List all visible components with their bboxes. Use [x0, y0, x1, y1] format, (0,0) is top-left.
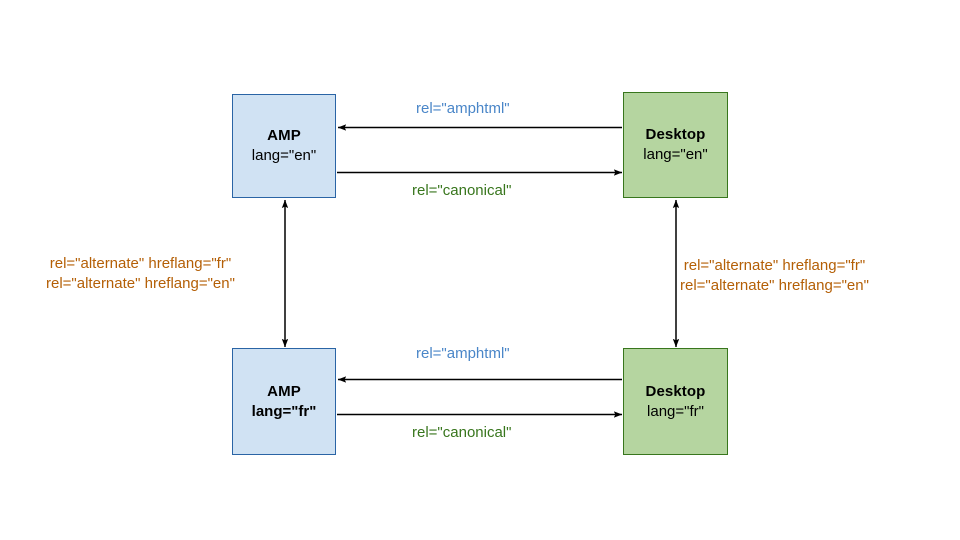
node-subtitle: lang="fr"	[251, 402, 317, 420]
node-subtitle: lang="en"	[251, 147, 317, 164]
edge-label-alternate-desktop: rel="alternate" hreflang="fr" rel="alter…	[680, 256, 869, 297]
node-title: Desktop	[645, 126, 706, 144]
edge-label-canonical-fr: rel="canonical"	[412, 424, 512, 441]
node-amp-fr[interactable]: AMP lang="fr"	[232, 348, 336, 455]
node-title: AMP	[267, 382, 301, 400]
node-desktop-en[interactable]: Desktop lang="en"	[623, 92, 728, 198]
edge-label-line-1: rel="alternate" hreflang="fr"	[49, 255, 232, 272]
node-amp-en[interactable]: AMP lang="en"	[232, 94, 336, 198]
edge-label-alternate-amp: rel="alternate" hreflang="fr" rel="alter…	[46, 254, 235, 295]
edge-label-amphtml-en: rel="amphtml"	[416, 100, 510, 117]
edge-label-canonical-en: rel="canonical"	[412, 182, 512, 199]
edge-label-line-1: rel="alternate" hreflang="fr"	[683, 257, 866, 274]
edge-label-amphtml-fr: rel="amphtml"	[416, 345, 510, 362]
node-title: AMP	[267, 127, 301, 145]
edge-label-line-2: rel="alternate" hreflang="en"	[46, 275, 235, 293]
edge-label-line-2: rel="alternate" hreflang="en"	[680, 277, 869, 295]
node-desktop-fr[interactable]: Desktop lang="fr"	[623, 348, 728, 455]
node-subtitle: lang="en"	[643, 146, 708, 163]
node-title: Desktop	[645, 382, 706, 400]
node-subtitle: lang="fr"	[647, 402, 704, 420]
